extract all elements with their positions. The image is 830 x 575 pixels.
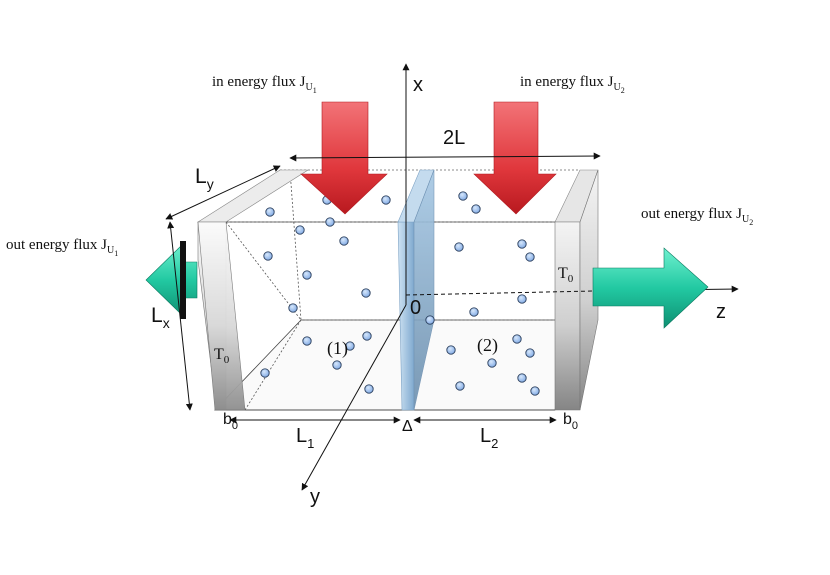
gas-particle	[345, 341, 355, 351]
gas-particle	[325, 217, 335, 227]
gas-particle	[263, 251, 273, 261]
two-l-label: 2L	[443, 127, 465, 149]
gas-particle	[454, 242, 464, 252]
gas-particle	[361, 288, 371, 298]
out-flux-arrow-2	[592, 247, 709, 329]
box-hidden-edges	[225, 169, 581, 411]
z-axis-dashed	[405, 290, 595, 296]
gas-particle	[362, 331, 372, 341]
b0-label-left: b0	[223, 411, 238, 432]
gas-particle	[512, 334, 522, 344]
gas-particle	[302, 336, 312, 346]
in-flux-label-2: in energy flux JU2	[520, 74, 625, 95]
b0-label-right: b0	[563, 411, 578, 432]
gas-particle	[381, 195, 391, 205]
z-axis-label: z	[716, 301, 726, 323]
gas-particle	[458, 191, 468, 201]
ly-dimension	[165, 165, 281, 220]
box-floor	[214, 319, 581, 411]
compartment-1-label: (1)	[327, 338, 348, 359]
right-wall	[554, 221, 581, 411]
gas-particle	[288, 303, 298, 313]
in-flux-label-1: in energy flux JU1	[212, 74, 317, 95]
gas-particle	[525, 252, 535, 262]
out-flux-label-2: out energy flux JU2	[641, 206, 753, 227]
gas-particle	[339, 236, 349, 246]
gas-particle	[265, 207, 275, 217]
t0-label-right: T0	[558, 265, 574, 285]
dimension-lines	[165, 152, 601, 424]
delta-label: Δ	[402, 418, 413, 435]
gas-particle	[425, 315, 435, 325]
gas-particle	[530, 386, 540, 396]
gas-particle	[517, 373, 527, 383]
gas-particle	[364, 384, 374, 394]
gas-particle	[446, 345, 456, 355]
gas-particle	[295, 225, 305, 235]
gas-particle	[302, 270, 312, 280]
left-wall-face	[197, 221, 246, 411]
gas-particle	[487, 358, 497, 368]
gas-particle	[517, 294, 527, 304]
origin-label: 0	[410, 297, 421, 319]
y-axis-label: y	[310, 486, 320, 508]
t0-label-left: T0	[214, 346, 230, 366]
gas-particle	[525, 348, 535, 358]
l2-label: L2	[480, 425, 498, 451]
gas-particle	[260, 368, 270, 378]
gas-particle	[517, 239, 527, 249]
gas-particle	[469, 307, 479, 317]
box-body	[196, 169, 599, 411]
gas-particle	[455, 381, 465, 391]
lx-label: Lx	[151, 304, 170, 331]
gas-particle	[471, 204, 481, 214]
out-flux-label-1: out energy flux JU1	[6, 237, 118, 258]
in-flux-arrow-2	[473, 101, 557, 215]
l1-label: L1	[296, 425, 314, 451]
y-axis	[301, 304, 407, 491]
gas-particle	[332, 360, 342, 370]
right-wall-side	[579, 169, 599, 411]
ly-label: Ly	[195, 165, 214, 192]
lx-dimension	[167, 221, 193, 411]
compartment-2-label: (2)	[477, 335, 498, 356]
x-axis-label: x	[413, 74, 423, 96]
two-l-dimension	[289, 152, 601, 162]
